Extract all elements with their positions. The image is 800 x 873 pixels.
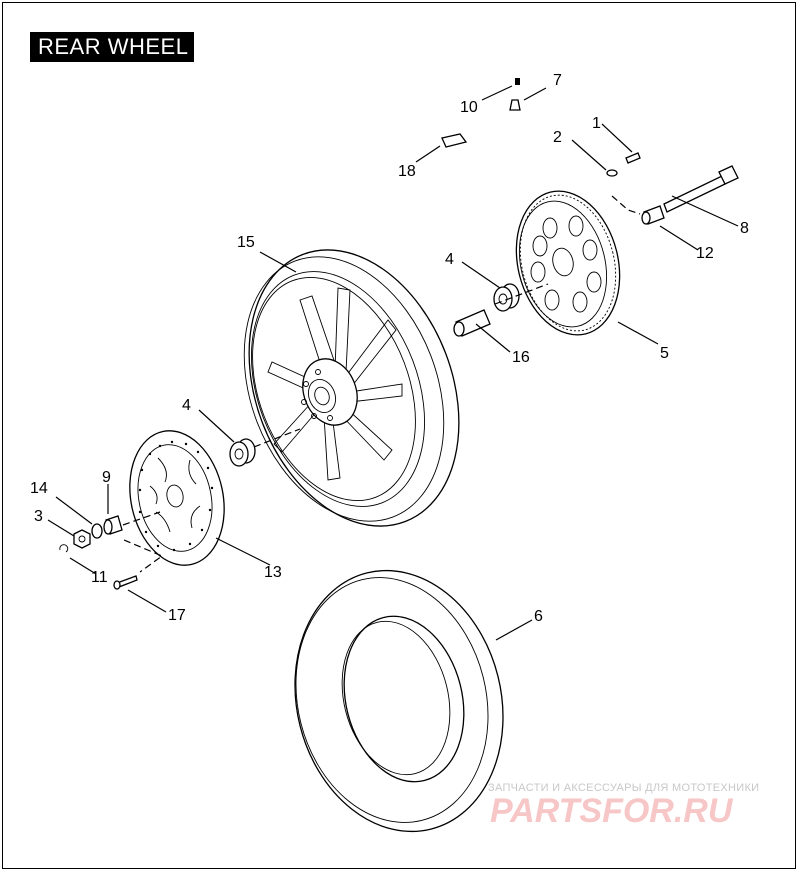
callout-10: 10: [460, 99, 478, 116]
leader-lines: [47, 85, 739, 641]
nut-part: [73, 529, 91, 549]
diagram-title: REAR WHEEL: [30, 32, 195, 62]
screw-lower-part: [113, 575, 138, 590]
callout-13: 13: [264, 564, 282, 581]
bearing-upper-part: [493, 283, 520, 312]
callout-7: 7: [553, 72, 562, 89]
wheel-part: [243, 249, 460, 527]
callout-15: 15: [237, 234, 255, 251]
spacer-part: [103, 515, 123, 535]
axle-part: [663, 165, 739, 213]
washer-part: [91, 523, 103, 539]
callout-18: 18: [398, 163, 416, 180]
callout-6: 6: [534, 608, 543, 625]
callout-5: 5: [660, 345, 669, 362]
sleeve-part: [453, 309, 491, 337]
callout-8: 8: [740, 220, 749, 237]
bearing-lower-part: [229, 438, 256, 467]
callout-16: 16: [512, 349, 530, 366]
retaining-ring-part: [59, 544, 69, 553]
tire-part: [294, 569, 504, 833]
callout-3: 3: [34, 508, 43, 525]
alignment-lines: [122, 195, 641, 573]
callout-4-lower: 4: [182, 397, 191, 414]
sprocket-part: [515, 190, 621, 336]
callout-12: 12: [696, 245, 714, 262]
watermark-tagline: ЗАПЧАСТИ И АКСЕССУАРЫ ДЛЯ МОТОТЕХНИКИ: [488, 782, 759, 794]
callout-2: 2: [553, 129, 562, 146]
callout-1: 1: [592, 115, 601, 132]
callout-9: 9: [102, 469, 111, 486]
callout-17: 17: [168, 607, 186, 624]
screw-upper-part: [625, 152, 641, 164]
watermark-logo: PARTSFOR.RU: [490, 792, 734, 830]
callout-11: 11: [91, 569, 108, 586]
balance-weight-part: [441, 133, 468, 148]
callout-14: 14: [30, 480, 48, 497]
brake-disc-part: [129, 430, 225, 566]
axle-spacer-part: [641, 205, 665, 225]
callout-4-upper: 4: [445, 251, 454, 268]
washer-upper-part: [606, 169, 618, 177]
valve-part: [509, 78, 521, 111]
